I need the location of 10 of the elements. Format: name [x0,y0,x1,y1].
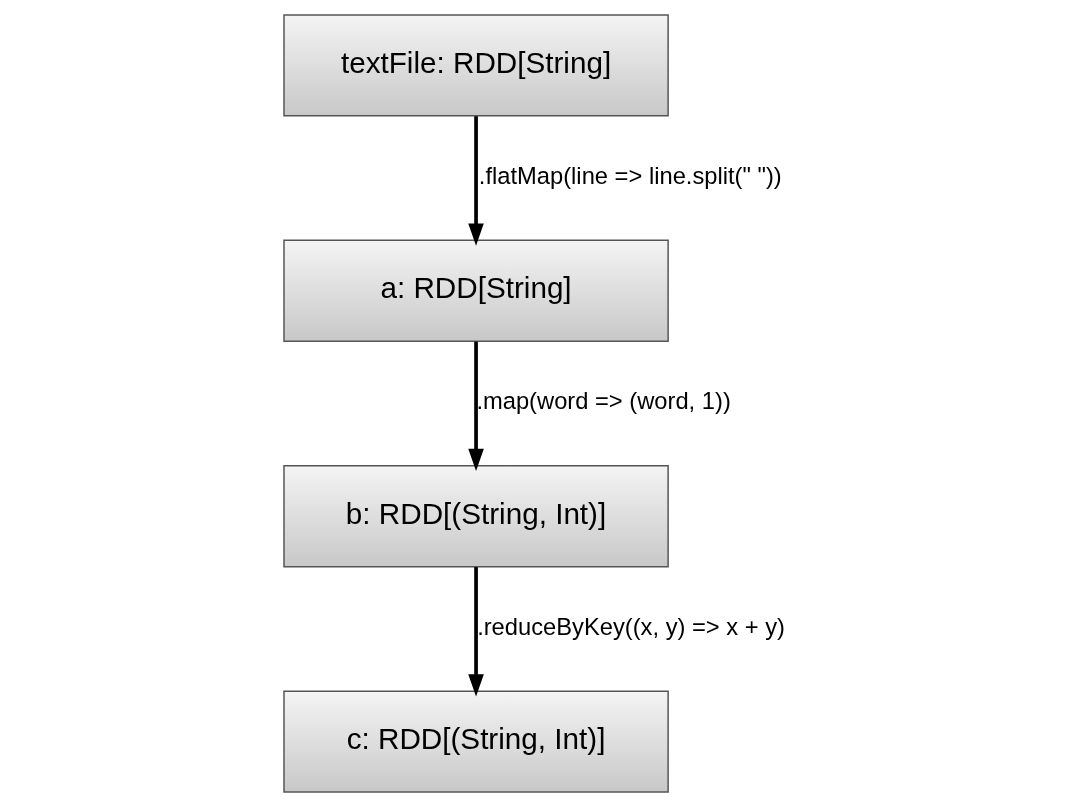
edge-label: .map(word => (word, 1)) [476,387,731,414]
edge-label: .reduceByKey((x, y) => x + y) [477,613,785,640]
node-box: c: RDD[(String, Int)] [283,690,669,793]
edge-label: .flatMap(line => line.split(" ")) [478,162,782,189]
node-box: a: RDD[String] [283,239,669,342]
arrow [468,566,484,697]
arrow [468,115,484,246]
node-box: b: RDD[(String, Int)] [283,464,669,567]
node-box: textFile: RDD[String] [283,13,669,116]
arrow [468,341,484,471]
